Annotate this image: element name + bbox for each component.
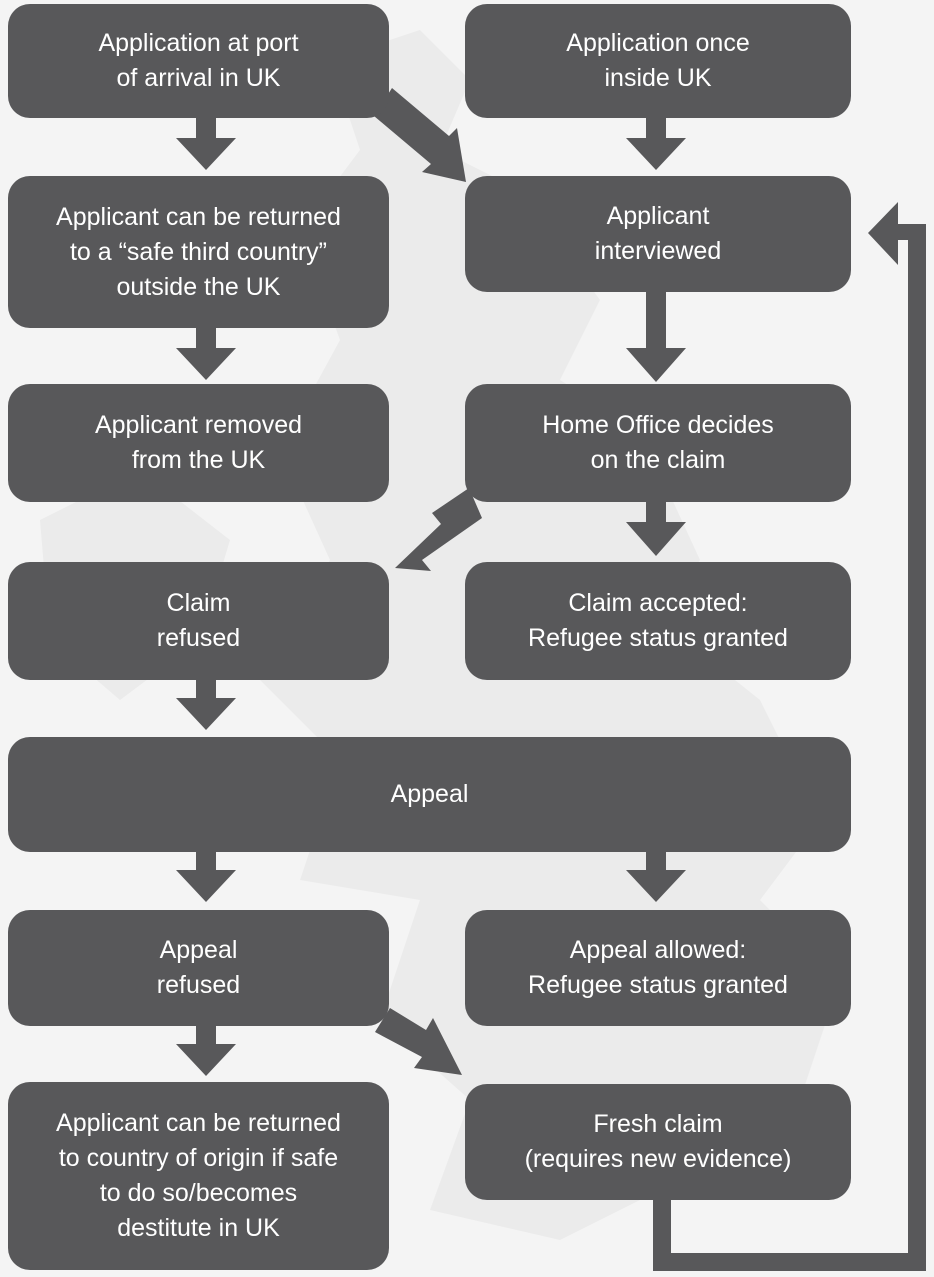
arrow-port-to-interviewed	[374, 88, 466, 182]
arrow-home-office-to-accepted	[626, 502, 686, 556]
arrow-port-to-safe-third	[176, 118, 236, 170]
box-returned-origin: Applicant can be returned to country of …	[8, 1082, 389, 1270]
box-claim-refused: Claim refused	[8, 562, 389, 680]
arrow-appeal-refused-to-fresh-claim	[375, 1008, 462, 1075]
arrow-refused-to-appeal	[176, 680, 236, 730]
arrow-appeal-refused-to-returned	[176, 1026, 236, 1076]
box-appeal-refused: Appeal refused	[8, 910, 389, 1026]
box-appeal-allowed: Appeal allowed: Refugee status granted	[465, 910, 851, 1026]
box-port-arrival: Application at port of arrival in UK	[8, 4, 389, 118]
box-fresh-claim: Fresh claim (requires new evidence)	[465, 1084, 851, 1200]
box-appeal: Appeal	[8, 737, 851, 852]
arrow-home-office-to-claim-refused	[395, 488, 482, 571]
arrow-safe-third-to-removed	[176, 328, 236, 380]
box-home-office: Home Office decides on the claim	[465, 384, 851, 502]
arrow-inside-to-interviewed	[626, 118, 686, 170]
arrow-appeal-to-allowed	[626, 852, 686, 902]
box-safe-third-country: Applicant can be returned to a “safe thi…	[8, 176, 389, 328]
box-claim-accepted: Claim accepted: Refugee status granted	[465, 562, 851, 680]
box-removed: Applicant removed from the UK	[8, 384, 389, 502]
arrow-appeal-to-appeal-refused	[176, 852, 236, 902]
box-interviewed: Applicant interviewed	[465, 176, 851, 292]
box-inside-uk: Application once inside UK	[465, 4, 851, 118]
arrow-interviewed-to-home-office	[626, 292, 686, 382]
